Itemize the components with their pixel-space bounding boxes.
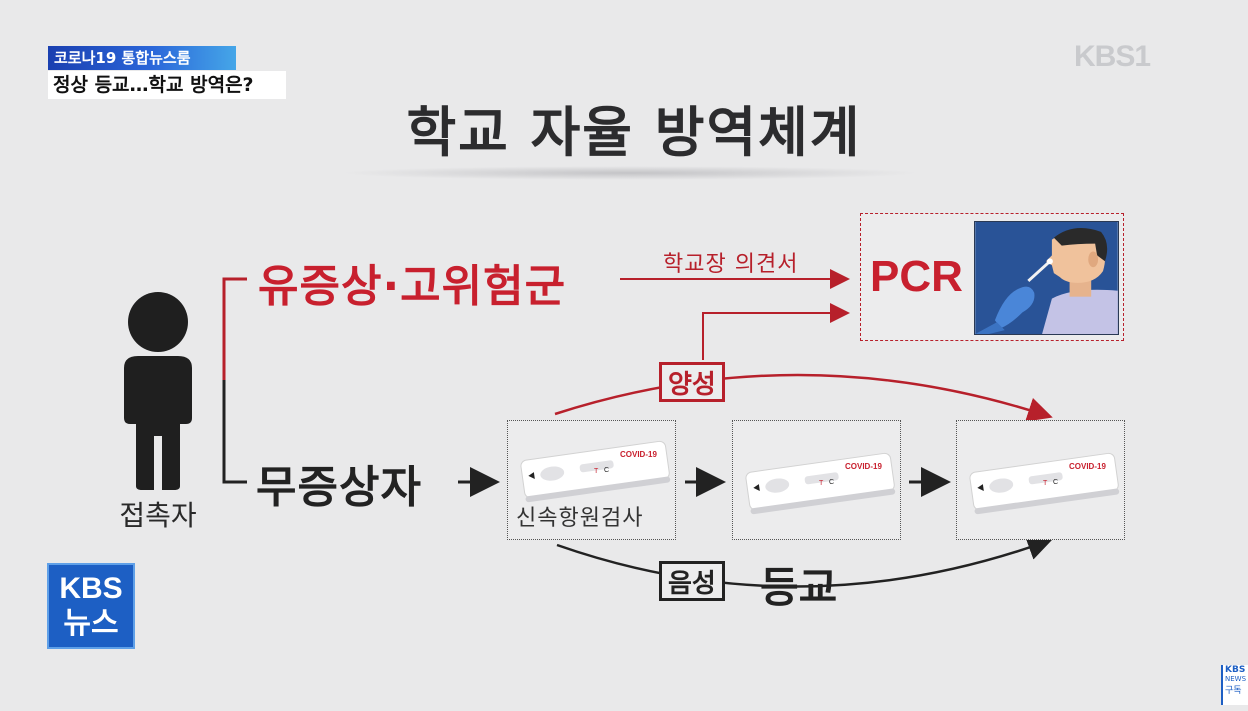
corner-logo-line2: NEWS xyxy=(1225,675,1247,683)
test-kit-box-1: COVID-19 T C xyxy=(507,420,676,540)
rapid-antigen-test-label: 신속항원검사 xyxy=(516,506,644,531)
kit-mark-t: T xyxy=(819,480,824,487)
result-negative-tag: 음성 xyxy=(659,561,725,601)
person-label: 접촉자 xyxy=(119,499,197,532)
branch-bracket-dark xyxy=(222,380,247,484)
branch-asymptomatic: 무증상자 xyxy=(256,462,422,513)
test-kit-box-2: COVID-19 T C xyxy=(732,420,901,540)
kit-mark-c: C xyxy=(604,467,609,474)
title-underline-shadow xyxy=(340,166,920,180)
result-positive-tag: 양성 xyxy=(659,362,725,402)
diagram-title: 학교 자율 방역체계 xyxy=(406,101,862,164)
rapid-test-kit-icon: COVID-19 T C xyxy=(969,452,1120,515)
arrow-label-principal-opinion: 학교장 의견서 xyxy=(663,252,799,277)
person-icon xyxy=(124,292,192,490)
kit-mark-c: C xyxy=(1053,479,1058,486)
branch-symptomatic: 유증상·고위험군 xyxy=(258,261,567,312)
program-banner: 코로나19 통합뉴스룸 xyxy=(48,46,236,70)
test-kit-box-3: COVID-19 T C xyxy=(956,420,1125,540)
kbs-subscribe-corner-logo[interactable]: KBS NEWS 구독 xyxy=(1221,665,1248,705)
rapid-test-kit-icon: COVID-19 T C xyxy=(520,440,671,503)
attend-school-label: 등교 xyxy=(760,563,838,612)
kit-brand-text: COVID-19 xyxy=(1069,462,1106,471)
kbs-news-logo-line2: 뉴스 xyxy=(63,607,119,640)
nasal-swab-illustration xyxy=(974,221,1119,335)
branch-bracket-red xyxy=(222,277,247,380)
arrow-positive-to-pcr xyxy=(702,303,850,360)
kit-mark-t: T xyxy=(594,468,599,475)
arc-negative xyxy=(556,535,1053,588)
kbs-news-logo-line1: KBS xyxy=(59,572,123,605)
kit-mark-t: T xyxy=(1043,480,1048,487)
arc-positive xyxy=(554,373,1053,422)
headline-banner: 정상 등교…학교 방역은? xyxy=(48,71,286,99)
kbs-news-logo: KBS 뉴스 xyxy=(47,563,135,649)
kit-brand-text: COVID-19 xyxy=(845,462,882,471)
kit-mark-c: C xyxy=(829,479,834,486)
corner-logo-line3: 구독 xyxy=(1225,686,1242,696)
kit-brand-text: COVID-19 xyxy=(620,450,657,459)
corner-logo-line1: KBS xyxy=(1225,665,1246,675)
rapid-test-kit-icon: COVID-19 T C xyxy=(745,452,896,515)
pcr-label: PCR xyxy=(870,252,963,301)
kbs1-channel-logo: KBS1 xyxy=(1074,40,1151,73)
